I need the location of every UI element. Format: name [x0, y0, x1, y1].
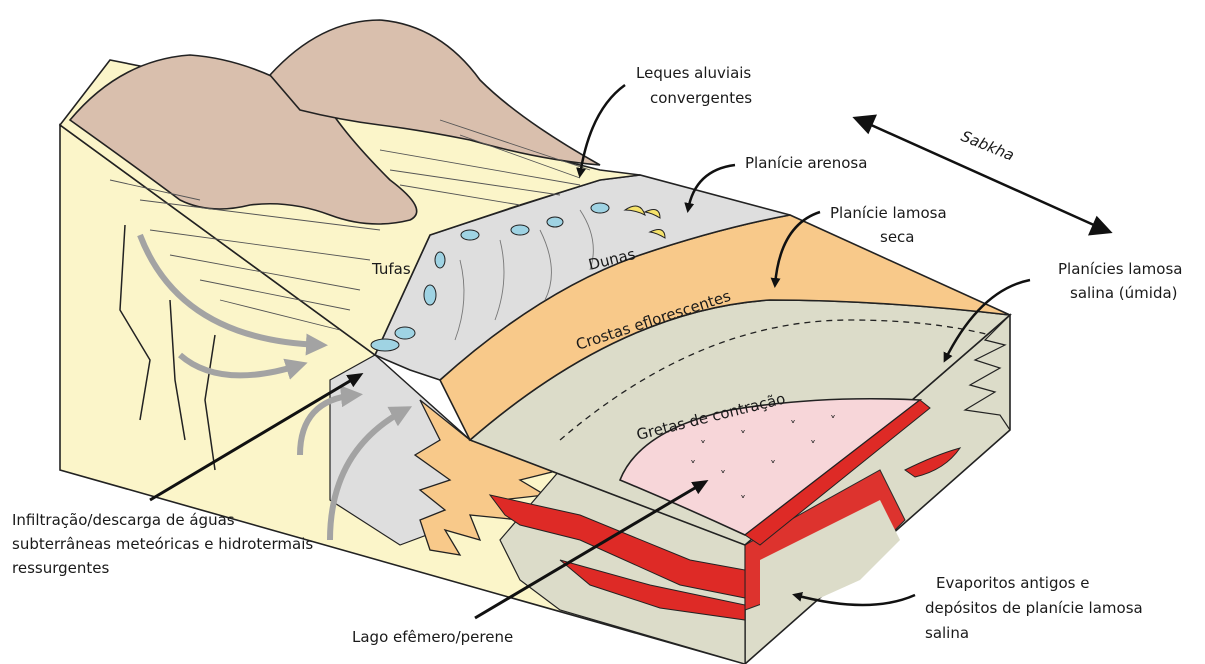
label-evaporitos-3: salina: [925, 624, 969, 642]
svg-text:˅: ˅: [770, 459, 776, 473]
label-evaporitos-2: depósitos de planície lamosa: [925, 599, 1143, 617]
label-planicie-arenosa: Planície arenosa: [745, 154, 867, 172]
svg-text:˅: ˅: [740, 429, 746, 443]
svg-text:˅: ˅: [700, 439, 706, 453]
label-lago: Lago efêmero/perene: [352, 628, 513, 646]
label-evaporitos-1: Evaporitos antigos e: [936, 574, 1089, 592]
label-infiltracao-1: Infiltração/descarga de águas: [12, 511, 235, 529]
svg-text:˅: ˅: [740, 494, 746, 508]
svg-text:˅: ˅: [810, 439, 816, 453]
svg-text:˅: ˅: [720, 469, 726, 483]
label-leques-2: convergentes: [650, 89, 752, 107]
label-planicie-seca-2: seca: [880, 228, 914, 246]
svg-text:˅: ˅: [830, 414, 836, 428]
label-planicies-salina-2: salina (úmida): [1070, 284, 1178, 302]
label-planicie-seca-1: Planície lamosa: [830, 204, 947, 222]
label-planicies-salina-1: Planícies lamosa: [1058, 260, 1182, 278]
label-sabkha: Sabkha: [959, 127, 1017, 165]
label-infiltracao-3: ressurgentes: [12, 559, 109, 577]
svg-text:˅: ˅: [790, 419, 796, 433]
label-tufas: Tufas: [371, 260, 411, 278]
label-leques-1: Leques aluviais: [636, 64, 751, 82]
svg-text:˅: ˅: [690, 459, 696, 473]
label-infiltracao-2: subterrâneas meteóricas e hidrotermais: [12, 535, 313, 553]
